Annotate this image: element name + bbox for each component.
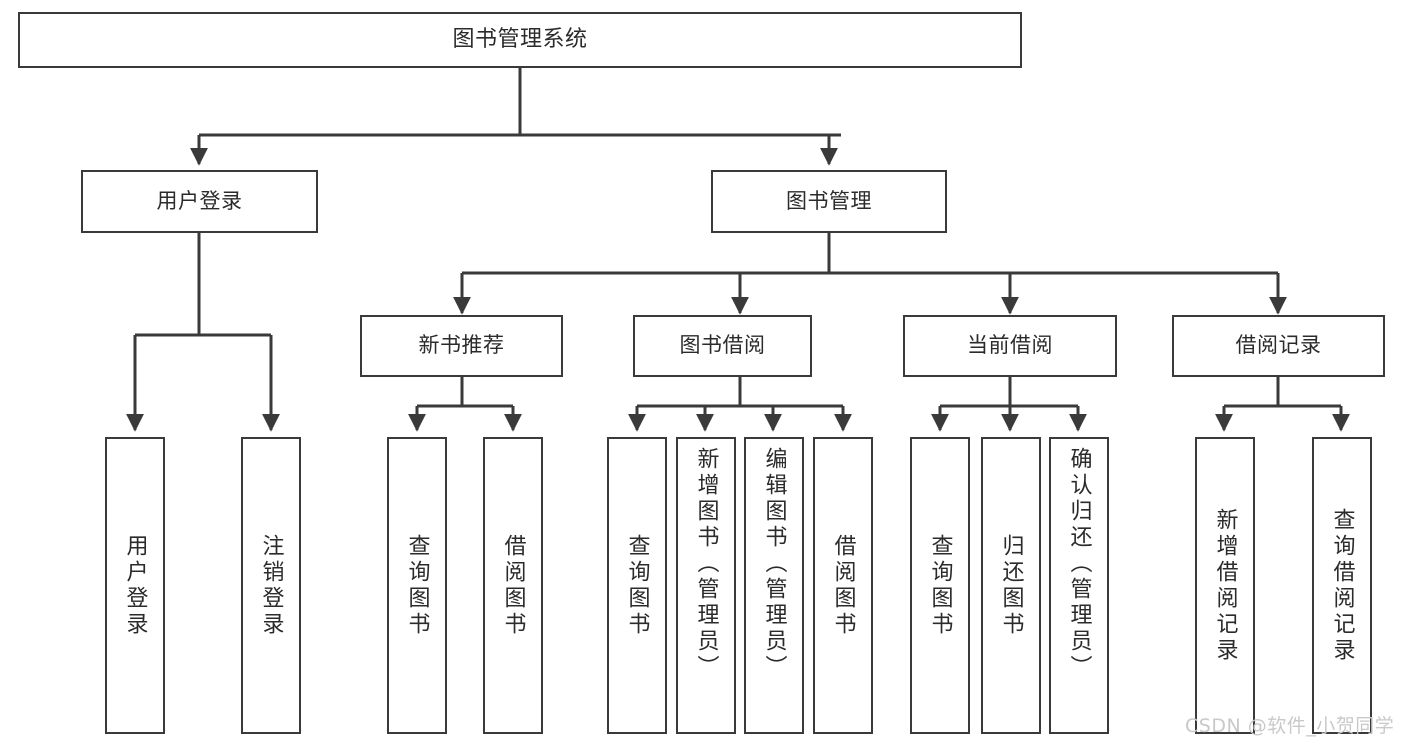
leaf-confirm-return-admin[interactable]: 确认归还（管理员）: [1049, 437, 1109, 734]
node-current-borrow[interactable]: 当前借阅: [903, 315, 1117, 377]
leaf-confirm-return-admin-label: 确认归还（管理员）: [1066, 447, 1092, 681]
node-user-login-label: 用户登录: [156, 188, 243, 213]
leaf-add-book-admin-label: 新增图书（管理员）: [693, 447, 719, 681]
leaf-borrow-book-recommend-label: 借阅图书: [500, 533, 526, 638]
leaf-add-borrow-record[interactable]: 新增借阅记录: [1195, 437, 1255, 734]
leaf-query-book-current[interactable]: 查询图书: [910, 437, 970, 734]
leaf-query-book-recommend-label: 查询图书: [404, 533, 430, 638]
node-borrow-record[interactable]: 借阅记录: [1172, 315, 1385, 377]
node-book-management[interactable]: 图书管理: [711, 170, 947, 233]
leaf-query-book-borrow-label: 查询图书: [624, 533, 650, 638]
node-current-borrow-label: 当前借阅: [967, 333, 1053, 358]
node-root[interactable]: 图书管理系统: [18, 12, 1022, 68]
node-root-label: 图书管理系统: [452, 26, 588, 52]
leaf-logout-label: 注销登录: [258, 533, 284, 638]
leaf-edit-book-admin[interactable]: 编辑图书（管理员）: [744, 437, 804, 734]
node-book-borrow-label: 图书借阅: [679, 333, 766, 358]
leaf-return-book[interactable]: 归还图书: [981, 437, 1041, 734]
node-book-management-label: 图书管理: [786, 188, 872, 213]
node-new-book-recommend[interactable]: 新书推荐: [360, 315, 563, 377]
leaf-query-book-recommend[interactable]: 查询图书: [387, 437, 447, 734]
node-user-login[interactable]: 用户登录: [81, 170, 318, 233]
node-new-book-recommend-label: 新书推荐: [418, 333, 505, 358]
leaf-user-login-label: 用户登录: [122, 533, 148, 638]
leaf-add-borrow-record-label: 新增借阅记录: [1212, 507, 1238, 664]
node-borrow-record-label: 借阅记录: [1235, 333, 1322, 358]
leaf-add-book-admin[interactable]: 新增图书（管理员）: [676, 437, 736, 734]
watermark: CSDN @软件_小贺同学: [1185, 715, 1395, 737]
leaf-borrow-book-borrow[interactable]: 借阅图书: [813, 437, 873, 734]
leaf-query-borrow-record-label: 查询借阅记录: [1329, 507, 1355, 664]
leaf-query-book-current-label: 查询图书: [927, 533, 953, 638]
leaf-user-login[interactable]: 用户登录: [105, 437, 165, 734]
leaf-query-borrow-record[interactable]: 查询借阅记录: [1312, 437, 1372, 734]
leaf-return-book-label: 归还图书: [998, 533, 1024, 638]
node-book-borrow[interactable]: 图书借阅: [633, 315, 812, 377]
leaf-logout[interactable]: 注销登录: [241, 437, 301, 734]
leaf-borrow-book-borrow-label: 借阅图书: [830, 533, 856, 638]
leaf-query-book-borrow[interactable]: 查询图书: [607, 437, 667, 734]
leaf-edit-book-admin-label: 编辑图书（管理员）: [761, 447, 787, 681]
leaf-borrow-book-recommend[interactable]: 借阅图书: [483, 437, 543, 734]
